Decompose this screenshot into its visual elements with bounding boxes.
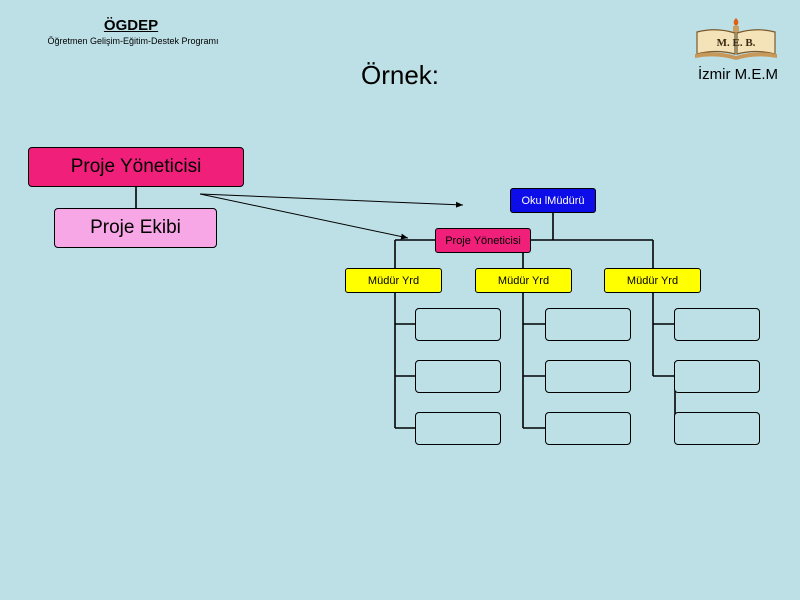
project-team-box: Proje Ekibi (54, 208, 217, 248)
assistant-principal-box: Müdür Yrd (475, 268, 572, 293)
principal-box: Oku lMüdürü (510, 188, 596, 213)
logo-text: M. E. B. (717, 37, 756, 49)
empty-box (415, 360, 501, 393)
empty-box (674, 412, 760, 445)
meb-logo-icon: M. E. B. (695, 18, 777, 60)
empty-box (415, 412, 501, 445)
empty-box (545, 360, 631, 393)
assistant-principal-box: Müdür Yrd (604, 268, 701, 293)
project-manager-small-box: Proje Yöneticisi (435, 228, 531, 253)
assistant-principal-box: Müdür Yrd (345, 268, 442, 293)
header-title: ÖGDEP (103, 17, 159, 34)
slide-title: Örnek: (360, 60, 440, 90)
empty-box (674, 308, 760, 341)
empty-box (674, 360, 760, 393)
empty-box (415, 308, 501, 341)
org-label: İzmir M.E.M (698, 66, 778, 83)
empty-box (545, 308, 631, 341)
empty-box (545, 412, 631, 445)
project-manager-box: Proje Yöneticisi (28, 147, 244, 187)
header-subtitle: Öğretmen Gelişim-Eğitim-Destek Programı (47, 36, 219, 46)
